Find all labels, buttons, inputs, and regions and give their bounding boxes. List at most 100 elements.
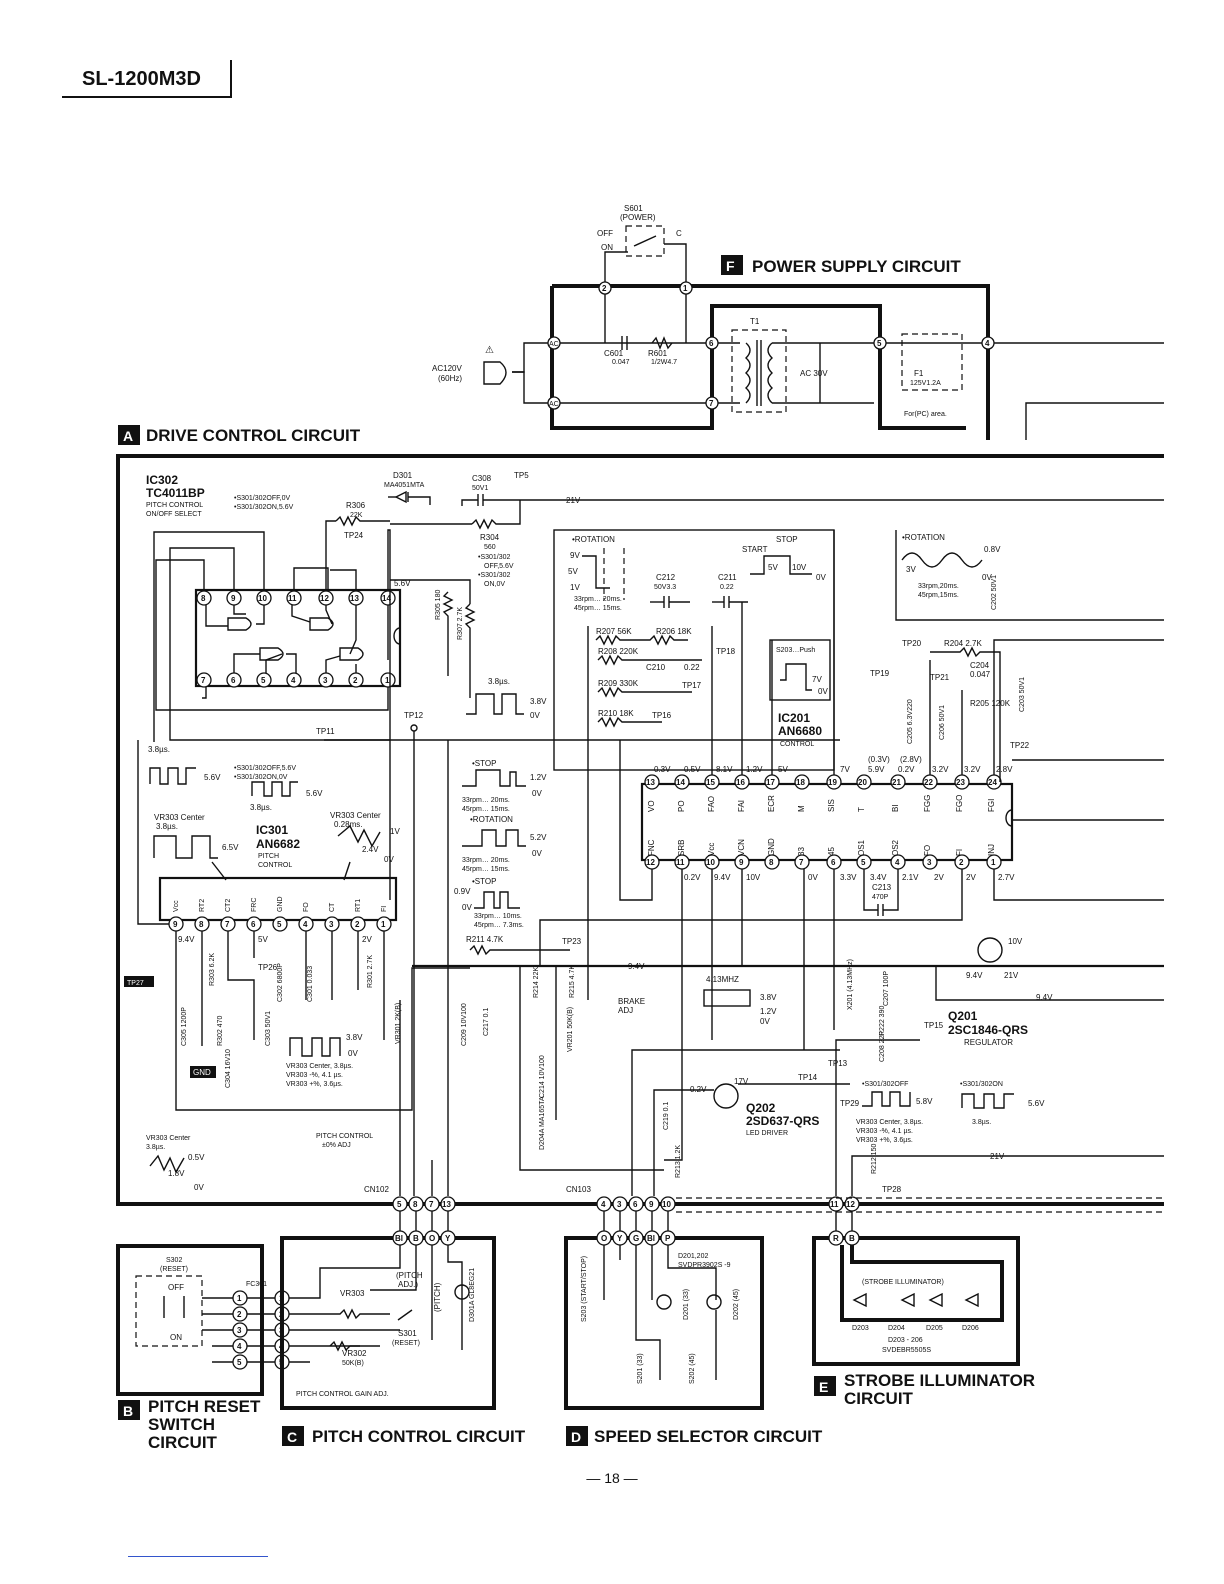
- svg-text:0V: 0V: [530, 711, 540, 720]
- svg-text:Y: Y: [445, 1234, 451, 1243]
- svg-text:(RESET): (RESET): [392, 1340, 420, 1347]
- svg-text:14: 14: [382, 594, 391, 603]
- svg-text:R: R: [833, 1234, 839, 1243]
- svg-text:VR303 +%, 3.6µs.: VR303 +%, 3.6µs.: [856, 1137, 913, 1144]
- svg-text:Y: Y: [617, 1234, 623, 1243]
- s601-sub: (POWER): [620, 213, 656, 222]
- c601-value: 0.047: [612, 359, 630, 366]
- svg-text:X201 (4.13MHz): X201 (4.13MHz): [847, 959, 854, 1010]
- svg-text:OS2: OS2: [891, 839, 900, 856]
- svg-text:OFF: OFF: [168, 1283, 184, 1292]
- page-number: — 18 —: [586, 1470, 638, 1486]
- svg-text:D206: D206: [962, 1325, 979, 1332]
- svg-text:Bl: Bl: [395, 1234, 403, 1243]
- svg-text:VR303 Center: VR303 Center: [146, 1135, 191, 1142]
- tp12-label: TP12: [404, 711, 424, 720]
- f1-label: F1: [914, 369, 924, 378]
- svg-text:C219 0.1: C219 0.1: [663, 1101, 670, 1130]
- svg-text:3.8µs.: 3.8µs.: [148, 745, 170, 754]
- svg-text:FAO: FAO: [707, 796, 716, 812]
- svg-text:R214 22K: R214 22K: [533, 967, 540, 998]
- svg-text:8: 8: [201, 594, 206, 603]
- q201-desc: REGULATOR: [964, 1038, 1013, 1047]
- svg-text:C301 0.033: C301 0.033: [307, 966, 314, 1002]
- svg-text:45rpm… 15ms.: 45rpm… 15ms.: [462, 866, 510, 873]
- svg-text:VR303 Center, 3.8µs.: VR303 Center, 3.8µs.: [286, 1063, 353, 1070]
- badge-d: [566, 1426, 588, 1446]
- svg-text:0V: 0V: [818, 687, 828, 696]
- ac-in-label: AC120V: [432, 364, 462, 373]
- svg-text:10: 10: [258, 594, 267, 603]
- svg-text:FGG: FGG: [923, 795, 932, 812]
- ic201-part: AN6680: [778, 724, 822, 738]
- svg-text:11: 11: [830, 1200, 839, 1209]
- svg-text:11: 11: [288, 594, 297, 603]
- ic301-name: IC301: [256, 823, 288, 837]
- r601-value: 1/2W4.7: [651, 359, 677, 366]
- svg-text:R307 2.7K: R307 2.7K: [457, 607, 464, 640]
- svg-text:VR301 2K(B): VR301 2K(B): [395, 1003, 402, 1044]
- cn103-label: CN103: [566, 1185, 591, 1194]
- svg-text:0V: 0V: [462, 903, 472, 912]
- ic201-desc: CONTROL: [780, 741, 814, 748]
- svg-text:RT1: RT1: [355, 899, 362, 912]
- svg-text:S202 (45): S202 (45): [689, 1353, 696, 1384]
- svg-text:D203: D203: [852, 1325, 869, 1332]
- svg-text:D203 - 206: D203 - 206: [888, 1337, 923, 1344]
- svg-text:R302 470: R302 470: [217, 1016, 224, 1046]
- svg-text:BI: BI: [891, 804, 900, 812]
- svg-text:1.8V: 1.8V: [168, 1169, 185, 1178]
- q202-transistor: [713, 1083, 739, 1109]
- ic302-pins: 8 9 10 11 12 13 14 7 6 5 4 3 2 1: [196, 590, 396, 688]
- svg-text:C213: C213: [872, 883, 892, 892]
- svg-text:R213 1.2K: R213 1.2K: [675, 1145, 682, 1178]
- ic302-desc2: ON/OFF SELECT: [146, 511, 202, 518]
- svg-text:D201 (33): D201 (33): [683, 1289, 690, 1320]
- drive-control-title: DRIVE CONTROL CIRCUIT: [146, 426, 361, 445]
- svg-text:5.9V: 5.9V: [868, 765, 885, 774]
- svg-text:(2.8V): (2.8V): [900, 755, 922, 764]
- ic301: IC301 AN6682 PITCH CONTROL Vcc RT2 CT2 F…: [158, 823, 398, 932]
- svg-text:0V: 0V: [194, 1183, 204, 1192]
- svg-text:FI: FI: [955, 849, 964, 856]
- svg-text:5V: 5V: [778, 765, 788, 774]
- svg-text:3.8µs.: 3.8µs.: [146, 1144, 165, 1151]
- svg-text:33: 33: [797, 847, 806, 856]
- svg-text:VR303 Center: VR303 Center: [154, 813, 205, 822]
- ic201-top-pins: 13 14 15 16 17 18 19 20 21 22 23 24: [644, 774, 1002, 790]
- svg-text:•S301/302ON,0V: •S301/302ON,0V: [234, 774, 288, 781]
- svg-text:50K(B): 50K(B): [342, 1360, 364, 1367]
- svg-text:FAI: FAI: [737, 800, 746, 812]
- r304-label: R304: [480, 533, 500, 542]
- svg-text:14: 14: [676, 778, 685, 787]
- svg-text:3V: 3V: [906, 565, 916, 574]
- svg-text:VR303: VR303: [340, 1289, 365, 1298]
- pitch-reset-title-2: SWITCH: [148, 1415, 215, 1434]
- svg-text:5.6V: 5.6V: [204, 773, 221, 782]
- svg-text:4: 4: [895, 858, 900, 867]
- ic301-desc1: PITCH: [258, 853, 279, 860]
- svg-text:2.1V: 2.1V: [902, 873, 919, 882]
- svg-text:2V: 2V: [934, 873, 944, 882]
- on-label: ON: [601, 243, 613, 252]
- svg-text:1: 1: [381, 920, 386, 929]
- speed-selector-frame: [564, 1236, 764, 1410]
- q202-desc: LED DRIVER: [746, 1130, 788, 1137]
- svg-text:2V: 2V: [966, 873, 976, 882]
- svg-text:3: 3: [617, 1200, 622, 1209]
- svg-text:7: 7: [201, 676, 206, 685]
- svg-text:C217 0.1: C217 0.1: [483, 1007, 490, 1036]
- svg-text:19: 19: [828, 778, 837, 787]
- svg-text:5: 5: [237, 1358, 242, 1367]
- svg-text:D205: D205: [926, 1325, 943, 1332]
- 5.6v-label: 5.6V: [394, 579, 411, 588]
- badge-b-letter: B: [123, 1403, 133, 1419]
- svg-text:3: 3: [927, 858, 932, 867]
- svg-text:45rpm… 7.3ms.: 45rpm… 7.3ms.: [474, 922, 524, 929]
- svg-text:2: 2: [355, 920, 360, 929]
- svg-text:33rpm,20ms.: 33rpm,20ms.: [918, 583, 959, 590]
- ic302-note2: •S301/302ON,5.6V: [234, 504, 294, 511]
- svg-text:15: 15: [706, 778, 715, 787]
- svg-text:3: 3: [329, 920, 334, 929]
- svg-text:TP13: TP13: [828, 1059, 848, 1068]
